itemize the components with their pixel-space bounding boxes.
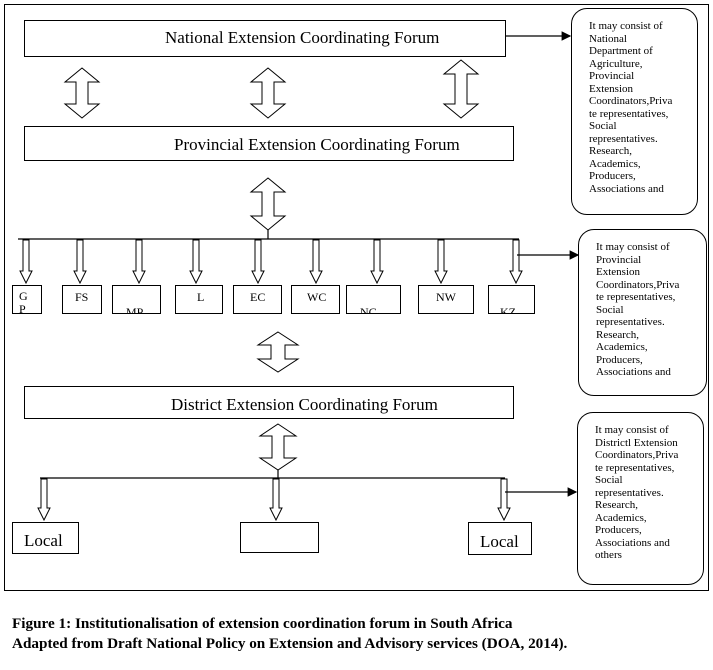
note-line: representatives.	[589, 132, 658, 145]
note-line: Extension	[589, 82, 633, 95]
double-arrow	[258, 423, 298, 471]
province-box-l: L	[175, 285, 223, 314]
note-line: Coordinators,Priva	[589, 95, 673, 107]
down-arrow	[497, 478, 511, 522]
down-arrow	[19, 239, 33, 285]
note-line: National	[589, 32, 627, 45]
provincial-forum-label: Provincial Extension Coordinating Forum	[174, 135, 460, 154]
down-arrow	[251, 239, 265, 285]
note-line: representatives.	[596, 316, 665, 328]
note-line: Producers,	[596, 353, 643, 366]
down-arrow	[509, 239, 523, 285]
national-forum-box: National Extension Coordinating Forum	[24, 20, 506, 57]
note-line: Academics,	[596, 341, 648, 353]
note-line: Producers,	[595, 524, 642, 536]
double-arrow	[256, 331, 300, 373]
note-line: It may consist of	[595, 424, 669, 436]
note-line: It may consist of	[589, 20, 663, 32]
local-box-3: Local	[468, 522, 532, 555]
province-box-kz: KZ	[488, 285, 535, 314]
district-forum-label: District Extension Coordinating Forum	[171, 395, 438, 414]
double-arrow	[63, 67, 101, 119]
double-arrow	[249, 177, 287, 231]
note-line: Social	[595, 474, 623, 486]
note-line: te representatives,	[589, 107, 669, 120]
note-line: Social	[589, 120, 617, 132]
province-box-fs: FS	[62, 285, 102, 314]
note-line: te representatives,	[596, 291, 676, 303]
local-box-2	[240, 522, 319, 553]
note-line: Academics,	[589, 157, 641, 170]
figure-caption: Figure 1: Institutionalisation of extens…	[12, 614, 567, 654]
note-line: Coordinators,Priva	[595, 449, 679, 461]
double-arrow	[442, 59, 480, 119]
down-arrow	[132, 239, 146, 285]
note-line: Research,	[589, 145, 633, 157]
note-line: Associations and	[595, 536, 670, 549]
down-arrow	[73, 239, 87, 285]
note-line: Social	[596, 303, 624, 316]
down-arrow	[370, 239, 384, 285]
down-arrow	[269, 478, 283, 522]
note-line: Academics,	[595, 511, 647, 524]
down-arrow	[189, 239, 203, 285]
note-line: Provincial	[596, 253, 642, 266]
province-box-nc: NC	[346, 285, 401, 314]
note-line: Agriculture,	[589, 57, 643, 70]
province-box-ec: EC	[233, 285, 282, 314]
national-forum-label: National Extension Coordinating Forum	[165, 28, 440, 47]
note-line: Provincial	[589, 70, 635, 82]
note-line: Research,	[595, 499, 639, 511]
down-arrow	[309, 239, 323, 285]
note-line: It may consist of	[596, 241, 670, 253]
down-arrow	[434, 239, 448, 285]
note-line: Associations and	[596, 366, 671, 378]
note-line: others	[595, 549, 622, 561]
province-box-mp: MP	[112, 285, 161, 314]
caption-line-1: Figure 1: Institutionalisation of extens…	[12, 615, 513, 632]
note-line: Coordinators,Priva	[596, 278, 680, 291]
caption-line-2: Adapted from Draft National Policy on Ex…	[12, 635, 568, 652]
note-line: Department of	[589, 45, 653, 57]
note-line: Producers,	[589, 170, 636, 182]
note-line: Districtl Extension	[595, 436, 678, 449]
provincial-forum-box: Provincial Extension Coordinating Forum	[24, 126, 514, 161]
province-box-wc: WC	[291, 285, 340, 314]
note-line: te representatives,	[595, 461, 675, 474]
district-forum-box: District Extension Coordinating Forum	[24, 386, 514, 419]
local-label-3: Local	[480, 532, 519, 551]
province-box-gp: G P	[12, 285, 42, 314]
note-line: Associations and	[589, 182, 664, 195]
diagram-frame	[4, 4, 709, 591]
province-box-nw: NW	[418, 285, 474, 314]
double-arrow	[249, 67, 287, 119]
note-line: Research,	[596, 328, 640, 341]
local-box-1: Local	[12, 522, 79, 554]
note-line: representatives.	[595, 486, 664, 499]
down-arrow	[37, 478, 51, 522]
note-line: Extension	[596, 266, 640, 278]
local-label-1: Local	[24, 531, 63, 550]
